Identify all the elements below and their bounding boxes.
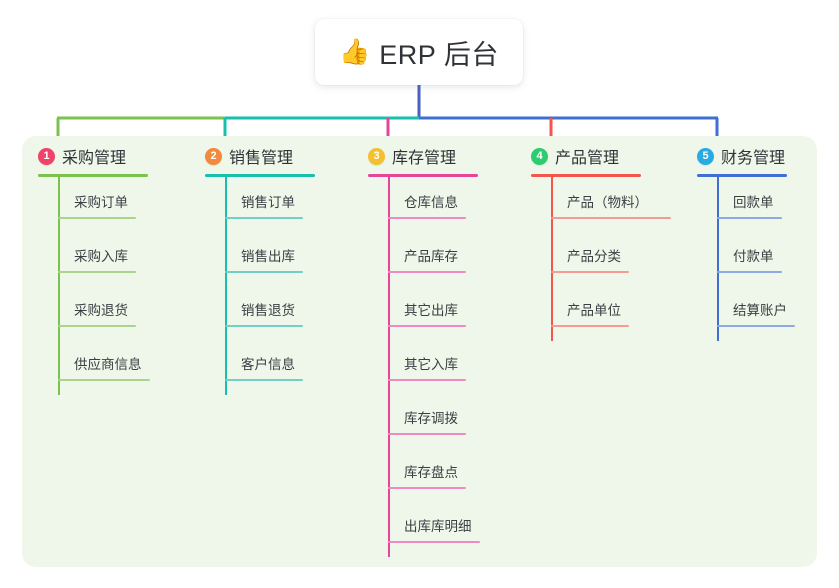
branch-number-badge: 1 (38, 147, 55, 165)
branch-item-rule (388, 217, 467, 219)
branch-item[interactable]: 仓库信息 (388, 177, 508, 231)
thumbs-up-icon: 👍 (339, 37, 371, 66)
branch-title: 采购管理 (62, 150, 127, 167)
branch-item[interactable]: 库存盘点 (388, 447, 508, 501)
branch-item[interactable]: 产品分类 (551, 231, 671, 285)
branch-spine (551, 177, 553, 341)
branch-spine (717, 177, 719, 341)
branch-column-5: 5 财务管理回款单付款单结算账户 (697, 136, 827, 567)
branch-item[interactable]: 供应商信息 (58, 339, 178, 393)
branch-item-rule (388, 433, 467, 435)
branch-header-1[interactable]: 1 采购管理 (38, 144, 126, 168)
branch-item[interactable]: 付款单 (717, 231, 817, 285)
branch-item-label: 产品库存 (404, 249, 458, 264)
branch-item-rule (717, 325, 796, 327)
branch-spine (225, 177, 227, 395)
branch-header-rule (205, 174, 315, 177)
branch-item-label: 产品（物料） (567, 195, 648, 210)
branch-title: 产品管理 (555, 150, 620, 167)
branch-item-rule (58, 379, 150, 381)
branch-header-2[interactable]: 2 销售管理 (205, 144, 293, 168)
branch-column-1: 1 采购管理采购订单采购入库采购退货供应商信息 (38, 136, 188, 567)
branch-item-label: 付款单 (733, 249, 774, 264)
branch-number-badge: 3 (368, 147, 385, 165)
branch-item[interactable]: 其它出库 (388, 285, 508, 339)
branch-item-label: 仓库信息 (404, 195, 458, 210)
branch-item-rule (717, 271, 782, 273)
branch-number-badge: 4 (531, 147, 548, 165)
branch-item[interactable]: 回款单 (717, 177, 817, 231)
branch-item-rule (225, 325, 304, 327)
branch-item-label: 其它入库 (404, 357, 458, 372)
branch-item-label: 客户信息 (241, 357, 295, 372)
branch-spine (388, 177, 390, 557)
branch-item-label: 采购订单 (74, 195, 128, 210)
branch-item[interactable]: 销售订单 (225, 177, 345, 231)
branch-item-label: 其它出库 (404, 303, 458, 318)
branch-item-label: 产品单位 (567, 303, 621, 318)
branch-item[interactable]: 结算账户 (717, 285, 817, 339)
branch-column-2: 2 销售管理销售订单销售出库销售退货客户信息 (205, 136, 355, 567)
branch-item-rule (388, 271, 467, 273)
root-title: ERP 后台 (379, 39, 499, 70)
branch-item-rule (388, 379, 467, 381)
branch-item-label: 采购退货 (74, 303, 128, 318)
branch-item-rule (58, 217, 137, 219)
branch-item-label: 出库库明细 (404, 519, 472, 534)
branch-item-rule (551, 217, 671, 219)
branch-item-label: 销售退货 (241, 303, 295, 318)
branch-item-rule (717, 217, 782, 219)
branch-item[interactable]: 采购退货 (58, 285, 178, 339)
branch-number-badge: 2 (205, 147, 222, 165)
branch-header-4[interactable]: 4 产品管理 (531, 144, 619, 168)
branch-header-5[interactable]: 5 财务管理 (697, 144, 785, 168)
branch-item[interactable]: 其它入库 (388, 339, 508, 393)
branch-number-badge: 5 (697, 147, 714, 165)
branch-item-label: 结算账户 (733, 303, 787, 318)
branch-item-label: 销售订单 (241, 195, 295, 210)
branch-item-label: 销售出库 (241, 249, 295, 264)
branch-item-rule (388, 325, 467, 327)
branch-item[interactable]: 客户信息 (225, 339, 345, 393)
branch-item[interactable]: 销售退货 (225, 285, 345, 339)
root-node[interactable]: 👍 ERP 后台 (315, 19, 523, 85)
branch-item[interactable]: 采购入库 (58, 231, 178, 285)
branch-item-rule (225, 271, 304, 273)
branch-item-rule (388, 541, 480, 543)
branch-item[interactable]: 库存调拨 (388, 393, 508, 447)
branch-spine (58, 177, 60, 395)
branch-item-label: 库存调拨 (404, 411, 458, 426)
branch-item[interactable]: 出库库明细 (388, 501, 508, 555)
branch-item-rule (551, 325, 630, 327)
branch-item-label: 采购入库 (74, 249, 128, 264)
branch-header-rule (697, 174, 787, 177)
branch-item-rule (225, 217, 304, 219)
branch-item[interactable]: 产品库存 (388, 231, 508, 285)
branch-header-rule (531, 174, 641, 177)
branch-column-4: 4 产品管理产品（物料） 产品分类产品单位 (531, 136, 681, 567)
branch-item[interactable]: 产品单位 (551, 285, 671, 339)
branch-item-rule (388, 487, 467, 489)
branch-item-label: 库存盘点 (404, 465, 458, 480)
branch-item-label: 供应商信息 (74, 357, 142, 372)
branch-title: 销售管理 (229, 150, 294, 167)
branch-title: 库存管理 (392, 150, 457, 167)
branches-panel (22, 136, 817, 567)
branch-item[interactable]: 销售出库 (225, 231, 345, 285)
branch-item[interactable]: 采购订单 (58, 177, 178, 231)
branch-title: 财务管理 (721, 150, 786, 167)
branch-header-rule (368, 174, 478, 177)
branch-column-3: 3 库存管理仓库信息产品库存其它出库其它入库库存调拨库存盘点出库库明细 (368, 136, 518, 567)
branch-item-label: 产品分类 (567, 249, 621, 264)
branch-item-rule (551, 271, 630, 273)
branch-item-rule (225, 379, 304, 381)
branch-item-rule (58, 271, 137, 273)
branch-header-3[interactable]: 3 库存管理 (368, 144, 456, 168)
branch-item-label: 回款单 (733, 195, 774, 210)
branch-item[interactable]: 产品（物料） (551, 177, 671, 231)
branch-header-rule (38, 174, 148, 177)
branch-item-rule (58, 325, 137, 327)
